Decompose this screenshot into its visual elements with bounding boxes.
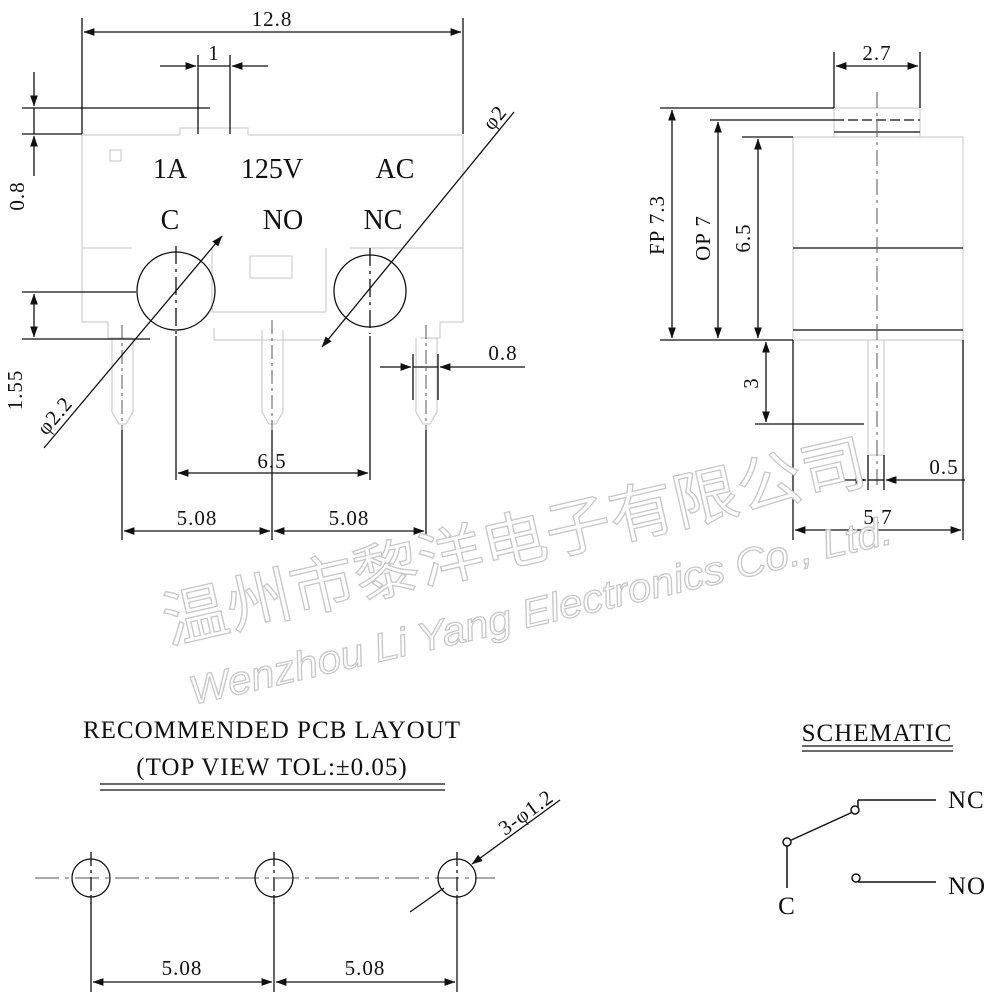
switch-body-outline <box>81 127 464 341</box>
dim-free-position: FP 7.3 <box>645 195 669 255</box>
side-view <box>660 52 965 540</box>
dim-pcb-holes: 3-φ1.2 <box>494 784 558 840</box>
dim-pin-width: 0.5 <box>929 455 958 479</box>
dim-pin-length: 3 <box>739 377 763 389</box>
dim-body-width: 5.7 <box>863 505 892 529</box>
dim-gap-1: 1 <box>208 41 220 65</box>
dim-pin-thickness: 0.8 <box>488 341 517 365</box>
pcb-layout <box>35 783 561 992</box>
schematic-nc-label: NC <box>948 787 985 814</box>
dim-width-12-8: 12.8 <box>252 7 293 31</box>
rating-current: 1A <box>153 154 188 185</box>
dim-pitch-6-5: 6.5 <box>257 449 286 473</box>
dim-pin-height: 1.55 <box>3 370 27 411</box>
dim-operating-position: OP 7 <box>691 215 715 261</box>
dim-actuator-width: 2.7 <box>862 41 891 65</box>
pcb-layout-labels: RECOMMENDED PCB LAYOUT (TOP VIEW TOL:±0.… <box>83 717 558 980</box>
terminal-no-label: NO <box>263 205 303 236</box>
switch-lever <box>786 810 856 843</box>
dim-pitch-right: 5.08 <box>329 506 370 530</box>
schematic-labels: SCHEMATIC NC NO C <box>778 720 986 920</box>
pcb-layout-title: RECOMMENDED PCB LAYOUT <box>83 717 461 744</box>
dim-body-height: 6.5 <box>731 223 755 252</box>
rating-voltage: 125V <box>241 154 303 185</box>
side-body-outline <box>792 107 964 456</box>
side-view-labels: 2.7 FP 7.3 OP 7 6.5 3 0.5 5.7 <box>645 41 958 529</box>
schematic <box>782 745 953 888</box>
schematic-c-label: C <box>778 893 796 920</box>
nc-contact <box>850 805 860 815</box>
terminal-pins <box>111 330 438 425</box>
front-view-labels: 12.8 1 0.8 1.55 φ2.2 φ2 0.8 6.5 5.08 5.0… <box>3 7 517 530</box>
dim-pitch-left: 5.08 <box>177 506 218 530</box>
pcb-layout-subtitle: (TOP VIEW TOL:±0.05) <box>136 754 407 781</box>
terminal-c-label: C <box>161 205 180 236</box>
no-contact <box>851 873 861 883</box>
front-view <box>22 18 525 540</box>
schematic-title: SCHEMATIC <box>802 720 953 747</box>
rating-type: AC <box>376 154 415 185</box>
dim-pcb-pitch-right: 5.08 <box>345 956 386 980</box>
common-contact <box>782 837 792 847</box>
dim-hole-right: φ2 <box>478 100 512 134</box>
dim-pcb-pitch-left: 5.08 <box>162 956 203 980</box>
dim-top-step: 0.8 <box>5 181 29 210</box>
terminal-nc-label: NC <box>364 205 403 236</box>
schematic-no-label: NO <box>948 873 986 900</box>
